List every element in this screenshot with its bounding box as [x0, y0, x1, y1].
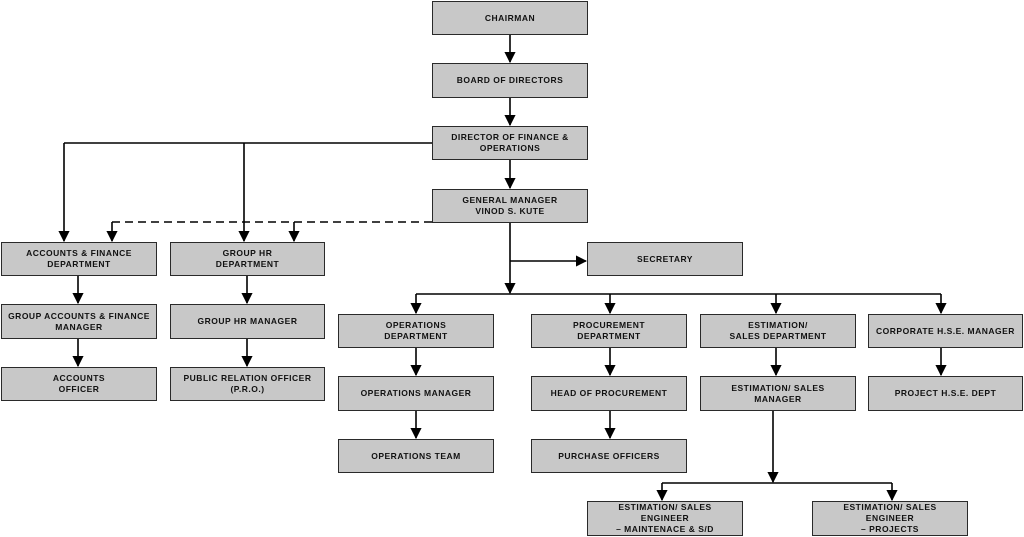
box-corporate-hse-manager: CORPORATE H.S.E. MANAGER: [868, 314, 1023, 348]
box-project-hse-dept: PROJECT H.S.E. DEPT: [868, 376, 1023, 411]
box-estimation-sales-manager: ESTIMATION/ SALES MANAGER: [700, 376, 856, 411]
box-estimation-sales-department: ESTIMATION/SALES DEPARTMENT: [700, 314, 856, 348]
box-sales-engineer-maintenance: ESTIMATION/ SALES ENGINEER– MAINTENACE &…: [587, 501, 743, 536]
box-sales-engineer-projects: ESTIMATION/ SALES ENGINEER– PROJECTS: [812, 501, 968, 536]
box-board-of-directors: BOARD OF DIRECTORS: [432, 63, 588, 98]
box-public-relation-officer: PUBLIC RELATION OFFICER(P.R.O.): [170, 367, 325, 401]
box-operations-manager: OPERATIONS MANAGER: [338, 376, 494, 411]
box-operations-team: OPERATIONS TEAM: [338, 439, 494, 473]
box-chairman: CHAIRMAN: [432, 1, 588, 35]
box-director-finance-operations: DIRECTOR OF FINANCE &OPERATIONS: [432, 126, 588, 160]
box-purchase-officers: PURCHASE OFFICERS: [531, 439, 687, 473]
box-secretary: SECRETARY: [587, 242, 743, 276]
box-group-hr-manager: GROUP HR MANAGER: [170, 304, 325, 339]
box-head-of-procurement: HEAD OF PROCUREMENT: [531, 376, 687, 411]
